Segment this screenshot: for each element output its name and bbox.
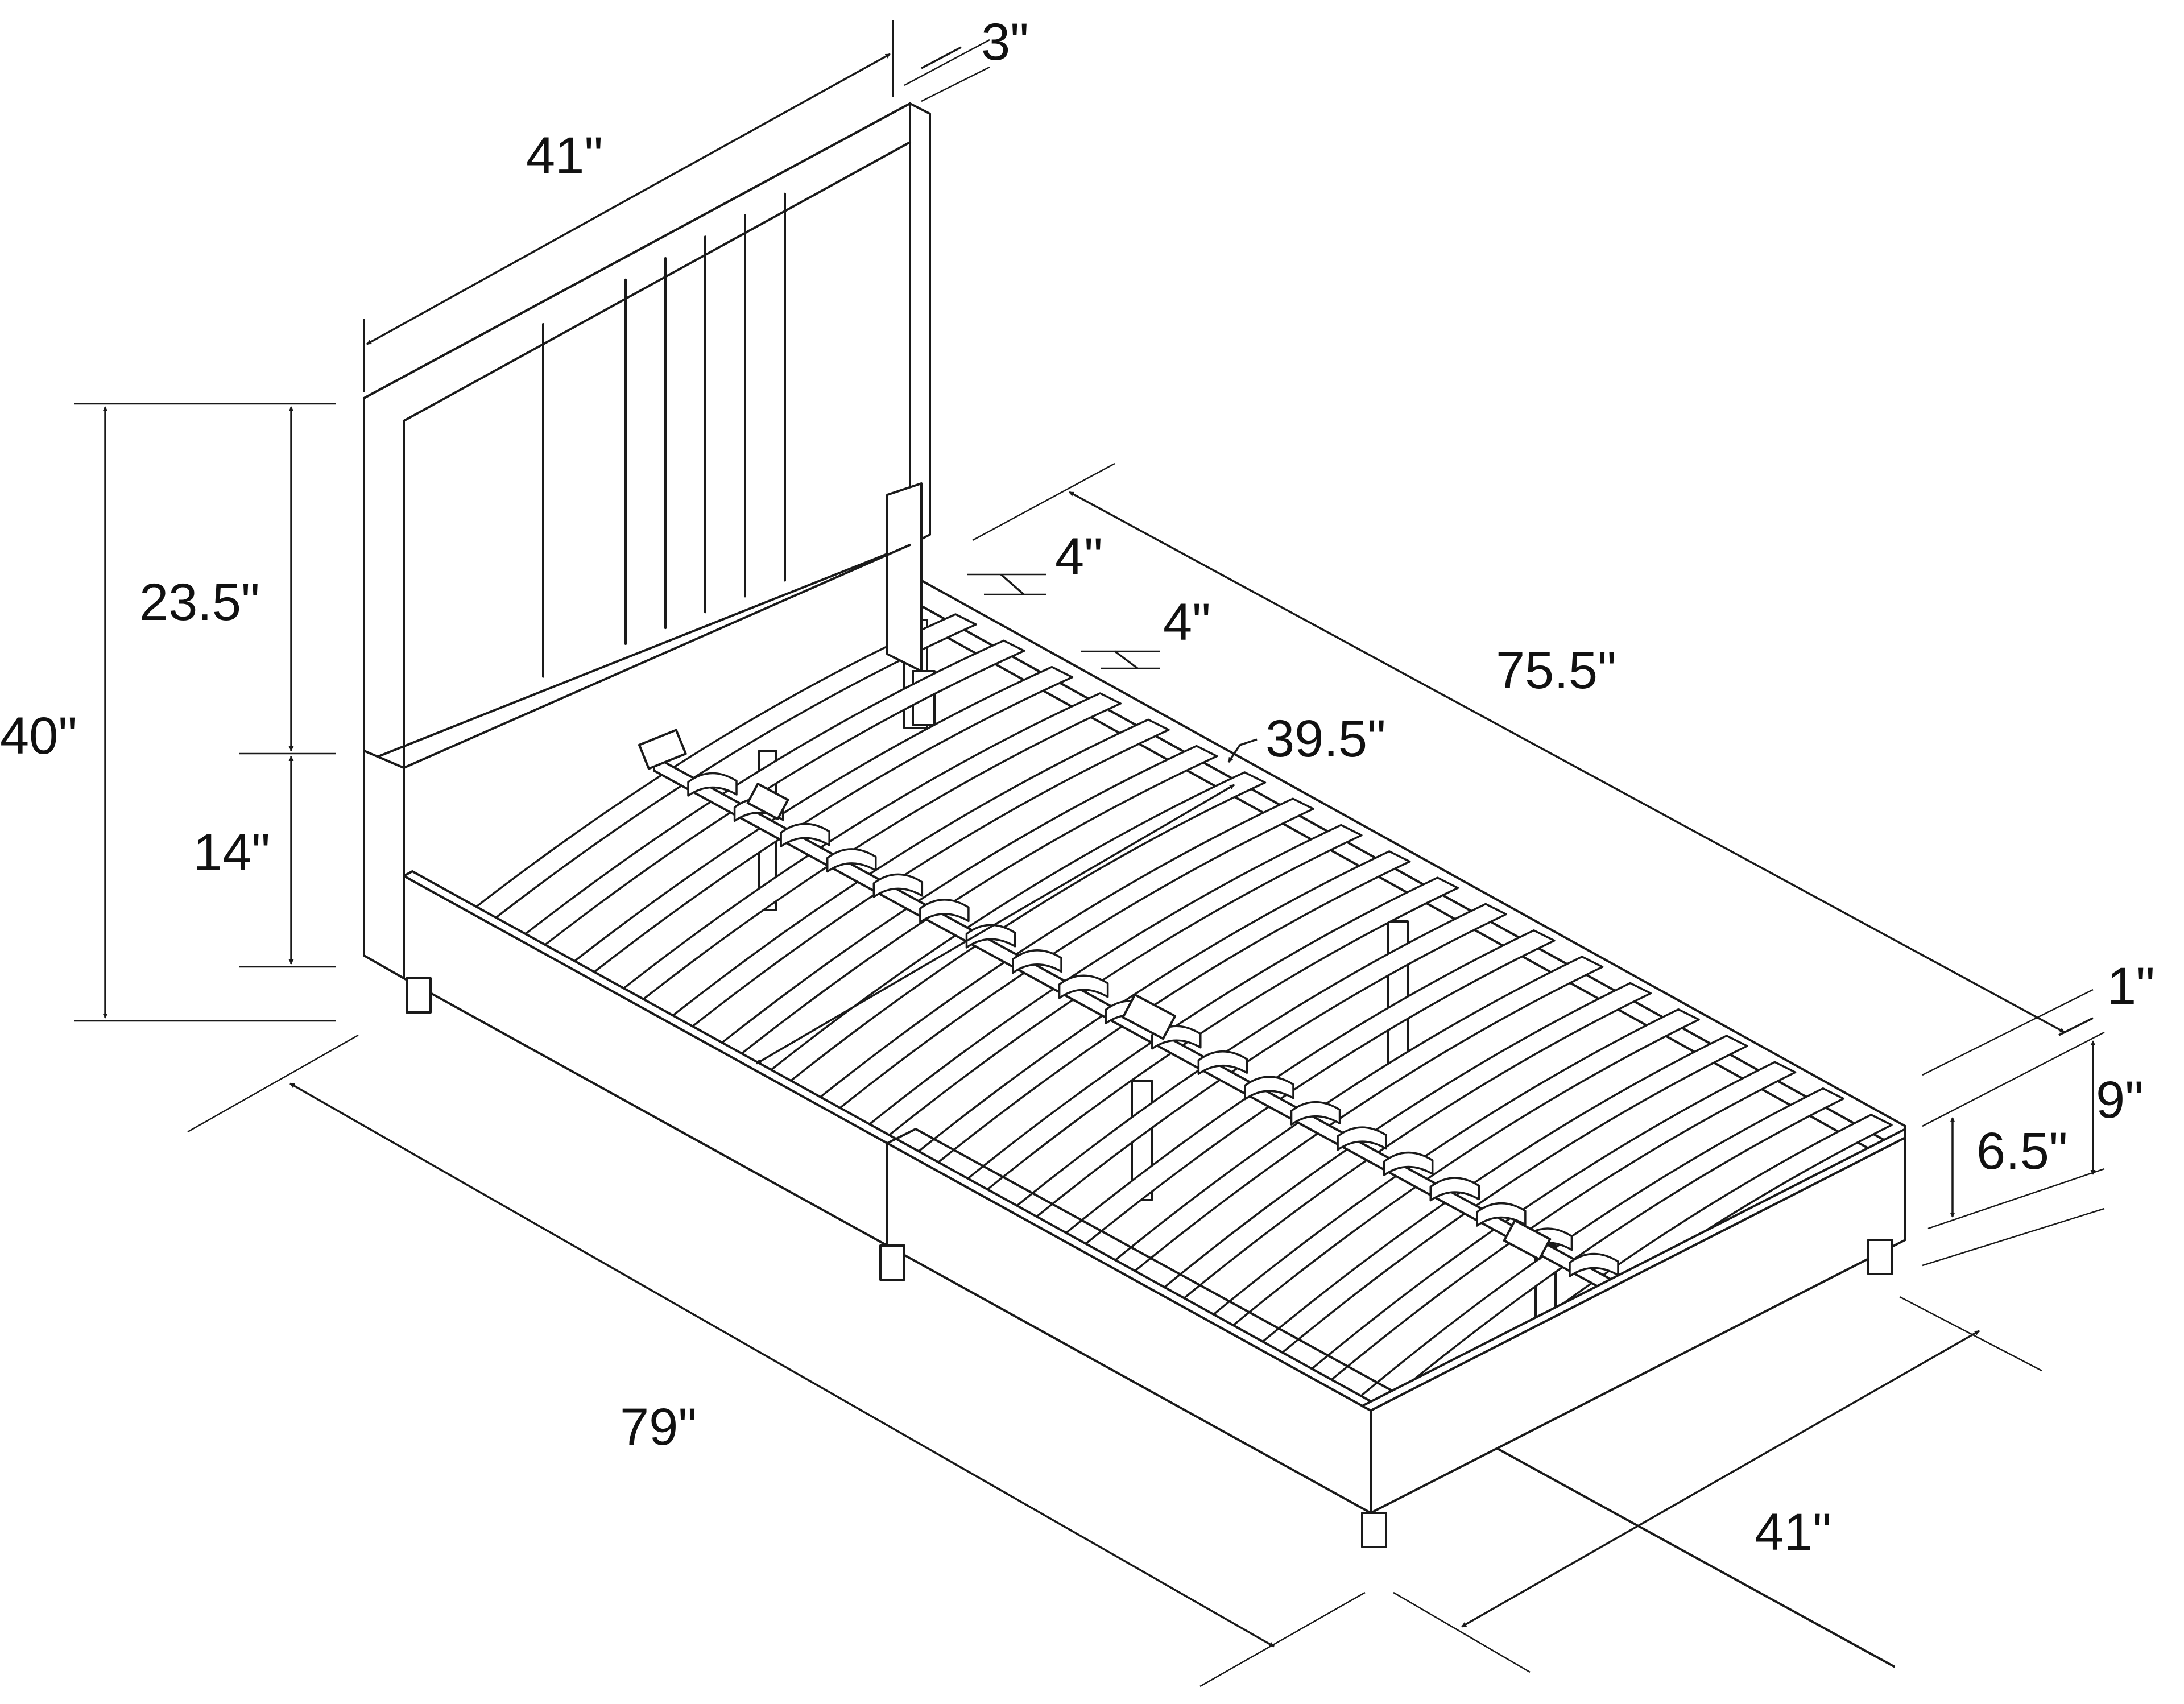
leg-foot-near [1361,1512,1387,1548]
label-headboard-thickness: 3" [981,13,1029,71]
label-clearance: 14" [193,824,270,882]
label-overall-width: 41" [1755,1503,1831,1561]
support-pad [1429,1177,1480,1202]
bed-illustration [363,102,1906,1668]
slat [471,613,977,921]
slat [1256,1035,1748,1358]
headboard-side-edge [909,102,931,546]
support-pad [1337,1126,1387,1151]
leg-foot-far [1867,1239,1893,1275]
slat [1305,1061,1797,1384]
support-pad [1290,1101,1341,1126]
leg-head-near [406,977,432,1014]
support-pad [687,772,738,797]
support-pad [1383,1151,1434,1176]
label-frame-height: 9" [2096,1071,2144,1129]
support-pad [1476,1202,1527,1227]
slat [1354,1087,1845,1412]
label-rail-offset-top: 4" [1055,528,1103,586]
label-top-rail-height: 1" [2107,957,2155,1015]
label-headboard-width: 41" [526,127,603,185]
label-total-height: 40" [0,707,77,765]
label-rail-depth: 6.5" [1976,1122,2068,1180]
slat [520,639,1025,949]
dimension-lines [74,20,2105,1688]
label-headboard-panel-height: 23.5" [139,573,260,631]
leg-middle-near [879,1244,905,1281]
headboard-lower-post [363,750,405,979]
headboard-lower-post-right [886,482,923,672]
label-overall-length: 79" [620,1398,697,1456]
label-side-rail-length: 75.5" [1496,642,1616,700]
headboard-front [363,102,911,763]
label-inner-width: 39.5" [1265,710,1386,768]
label-rail-offset-second: 4" [1163,593,1211,651]
dimension-labels: 41" 3" 23.5" 40" 14" 4" 4" 75.5" 39.5" 7… [0,13,2155,1561]
